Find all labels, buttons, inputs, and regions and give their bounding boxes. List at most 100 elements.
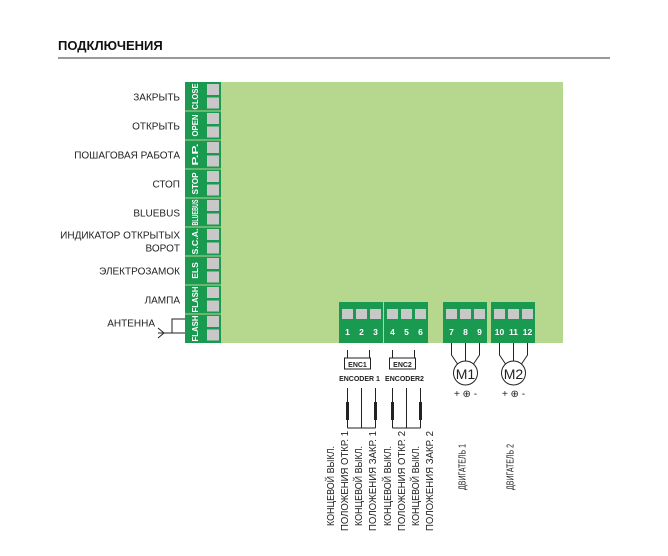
limit-switch-label: КОНЦЕВОЙ ВЫКЛ. [409,446,422,526]
terminal-pin [342,309,353,319]
terminal-number: 10 [495,327,505,337]
terminal-pin [207,229,219,240]
terminal-number: 9 [477,327,482,337]
encoder-name: ENCODER 1 [339,376,380,383]
limit-switch-icon [419,402,422,420]
bottom-terminal-block [339,302,383,343]
terminal-pin [207,329,219,341]
motor-icon [453,360,478,386]
terminal-pin [207,84,219,95]
terminal-pin [207,287,219,298]
terminal-pin [356,309,367,319]
motor-wire [499,343,506,365]
motor-wire [451,343,458,365]
terminal-number: 7 [449,327,454,337]
terminal-pin [207,213,219,225]
terminal-pin [207,97,219,109]
terminal-code-label: P.P. [191,144,200,166]
terminal-number: 2 [359,327,364,337]
terminal-pin [460,309,471,319]
terminal-pin [207,184,219,196]
terminal-number: 5 [404,327,409,337]
limit-switch-icon [374,402,377,420]
terminal-pin [446,309,457,319]
terminal-pin [207,271,219,283]
terminal-number: 6 [418,327,423,337]
limit-switch-label: ПОЛОЖЕНИЯ ОТКР. 2 [397,431,408,531]
motor-label: ДВИГАТЕЛЬ 2 [506,444,517,490]
motor-polarity: + ⊕ - [502,389,525,400]
terminal-label: ЗАКРЫТЬ [133,93,180,104]
left-terminal-strip [185,82,221,343]
terminal-pin [207,258,219,269]
terminal-code-label: ELS [191,262,200,279]
bottom-terminal-block [443,302,487,343]
terminal-pin [387,309,398,319]
motor-wire [521,343,528,365]
terminal-pin [207,316,219,327]
terminal-pin [207,142,219,153]
limit-switch-label: ПОЛОЖЕНИЯ ЗАКР. 1 [368,431,379,531]
terminal-pin [207,300,219,312]
terminal-label: ПОШАГОВАЯ РАБОТА [74,151,180,162]
encoder-box-label: ENC1 [348,362,367,369]
motor-icon [501,360,526,386]
terminal-pin [494,309,505,319]
terminal-pin [207,200,219,211]
terminal-pin [207,113,219,124]
terminal-code-label: STOP [191,172,200,195]
terminal-number: 1 [345,327,350,337]
terminal-pin [207,171,219,182]
limit-switch-label: КОНЦЕВОЙ ВЫКЛ. [324,446,337,526]
limit-switch-label: КОНЦЕВОЙ ВЫКЛ. [352,446,365,526]
terminal-label: АНТЕННА [107,319,155,330]
terminal-pin [415,309,426,319]
terminal-label-line2: ВОРОТ [146,244,180,255]
terminal-code-label: S.C.A. [191,229,200,255]
terminal-label: ОТКРЫТЬ [132,122,180,133]
terminal-label: ИНДИКАТОР ОТКРЫТЫХ [60,231,180,242]
motor-label: ДВИГАТЕЛЬ 1 [458,444,469,490]
terminal-pin [207,242,219,254]
terminal-pin [508,309,519,319]
terminal-pin [370,309,381,319]
terminal-pin [522,309,533,319]
terminal-pin [474,309,485,319]
motor-polarity: + ⊕ - [454,389,477,400]
encoder-box [344,357,371,370]
terminal-pin [401,309,412,319]
antenna-wire [171,318,185,333]
terminal-number: 8 [463,327,468,337]
encoder-box [389,357,416,370]
bottom-terminal-block [384,302,428,343]
motor-name: M1 [456,366,476,382]
terminal-label: СТОП [152,180,180,191]
terminal-number: 11 [509,327,518,337]
terminal-code-label: FLASH [191,315,200,341]
terminal-label: ЛАМПА [145,296,181,307]
terminal-number: 3 [373,327,378,337]
limit-switch-icon [391,402,394,420]
terminal-code-label: CLOSE [191,83,200,110]
terminal-pin [207,155,219,167]
control-board [185,82,563,343]
terminal-code-label: BLUEBUS [191,199,200,225]
limit-switch-icon [346,402,349,420]
encoder-name: ENCODER2 [385,376,424,383]
page-title: ПОДКЛЮЧЕНИЯ [58,38,163,53]
terminal-number: 4 [390,327,395,337]
encoder-box-label: ENC2 [393,362,412,369]
antenna-icon [157,327,165,339]
terminal-label: ЭЛЕКТРОЗАМОК [99,267,180,278]
limit-switch-label: ПОЛОЖЕНИЯ ЗАКР. 2 [425,431,436,531]
terminal-code-label: FLASH [191,286,200,312]
motor-name: M2 [504,366,524,382]
terminal-number: 12 [523,327,533,337]
bottom-terminal-block [491,302,535,343]
motor-wire [473,343,480,365]
limit-switch-label: ПОЛОЖЕНИЯ ОТКР. 1 [340,431,351,531]
terminal-code-label: OPEN [191,114,200,136]
limit-switch-label: КОНЦЕВОЙ ВЫКЛ. [381,446,394,526]
